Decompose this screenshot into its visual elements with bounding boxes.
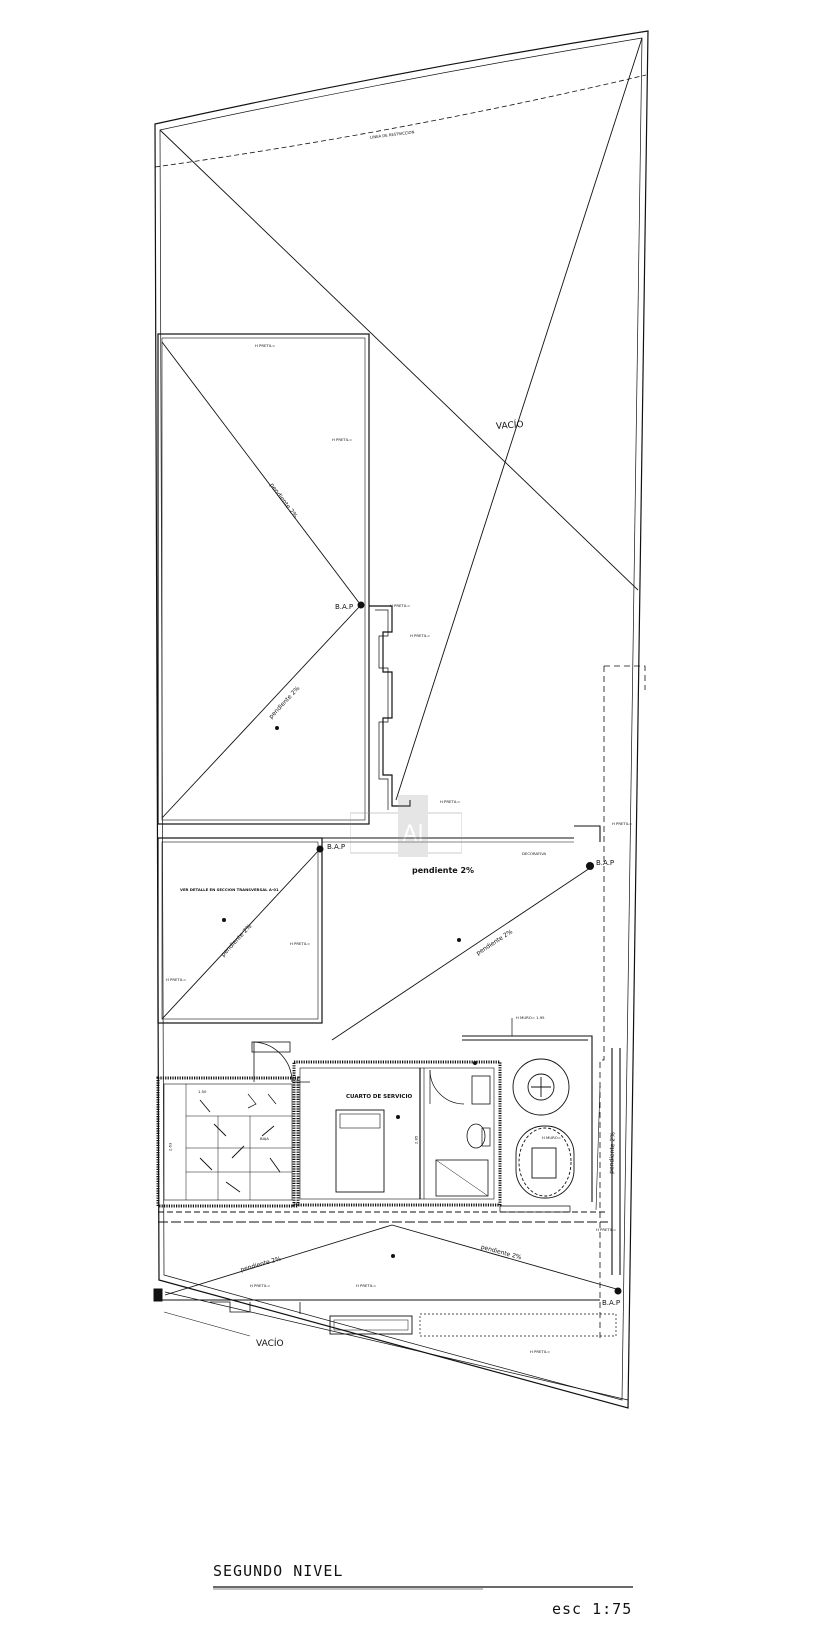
terrace-slash — [595, 1085, 601, 1211]
right-wall — [611, 1048, 621, 1275]
title-underline — [213, 1586, 633, 1590]
bap-label-3: B.A.P — [596, 859, 615, 867]
stepped-wall — [369, 605, 411, 807]
bottom-void-edge — [163, 1311, 251, 1337]
upper-roof-panel — [157, 333, 370, 825]
h-pretil-label-9: H PRETIL= — [596, 1227, 617, 1232]
h-pretil-label-7: H PRETIL= — [290, 941, 311, 946]
h-pretil-label-1: H PRETIL= — [255, 343, 276, 348]
bap-label-4: B.A.P — [602, 1299, 621, 1307]
h-pretil-label-8: H PRETIL= — [166, 977, 187, 982]
drawing-scale: esc 1:75 — [552, 1600, 633, 1618]
slope-label-3: pendiente 2% — [412, 866, 475, 875]
bap-label-2: B.A.P — [327, 843, 346, 851]
watermark-text: Al — [402, 822, 423, 847]
drain-markers — [222, 726, 477, 1258]
h-pretil-label-5: H PRETIL= — [440, 799, 461, 804]
terrace-parapet — [462, 1035, 593, 1202]
void-label-bottom: VACÍO — [256, 1339, 284, 1349]
lot-boundary — [154, 30, 649, 1409]
restriction-line — [154, 74, 647, 168]
h-pretil-label-11: H PRETIL= — [356, 1283, 377, 1288]
baja-label: BAJA — [260, 1136, 269, 1141]
bottom-void-diagonal — [164, 1291, 629, 1401]
service-room — [292, 1060, 502, 1207]
h-muro-label: H MURO= 1.95 — [516, 1015, 545, 1020]
h-pretil-label-3: H PRETIL= — [390, 603, 411, 608]
dim-label-2: 1.50 — [198, 1089, 207, 1094]
right-dashed-line — [599, 665, 646, 1340]
celosia-label: DECORATIVA — [522, 851, 547, 856]
stepped-wall-inner — [375, 609, 389, 810]
lower-roof-strip — [153, 1211, 622, 1337]
dim-label-1: 2.85 — [413, 1135, 419, 1145]
h-pretil-label-4: H PRETIL= — [410, 633, 431, 638]
small-roof-panel — [157, 837, 324, 1024]
h-pretil-label-2: H PRETIL= — [332, 437, 353, 442]
dim-label-3: 2.63 — [167, 1142, 173, 1152]
h-pretil-label-10: H PRETIL= — [250, 1283, 271, 1288]
void-label-top: VACÍO — [495, 420, 524, 432]
stair-door — [251, 1041, 310, 1083]
terrace-furniture — [499, 1058, 575, 1213]
service-room-label: CUARTO DE SERVICIO — [346, 1094, 413, 1100]
h-muro-label-2: H MURO= — [542, 1135, 561, 1140]
h-pretil-label-6: H PRETIL= — [612, 821, 633, 826]
drawing-title: SEGUNDO NIVEL — [213, 1562, 344, 1580]
detail-note: VER DETALLE EN SECCION TRANSVERSAL A-01 — [180, 887, 279, 892]
stairwell — [156, 1076, 300, 1208]
h-pretil-label-12: H PRETIL= — [530, 1349, 551, 1354]
bap-label-1: B.A.P — [335, 603, 354, 611]
central-terrace — [322, 825, 601, 1041]
watermark-logo: Al — [350, 795, 462, 857]
void-diagonals — [159, 37, 643, 801]
